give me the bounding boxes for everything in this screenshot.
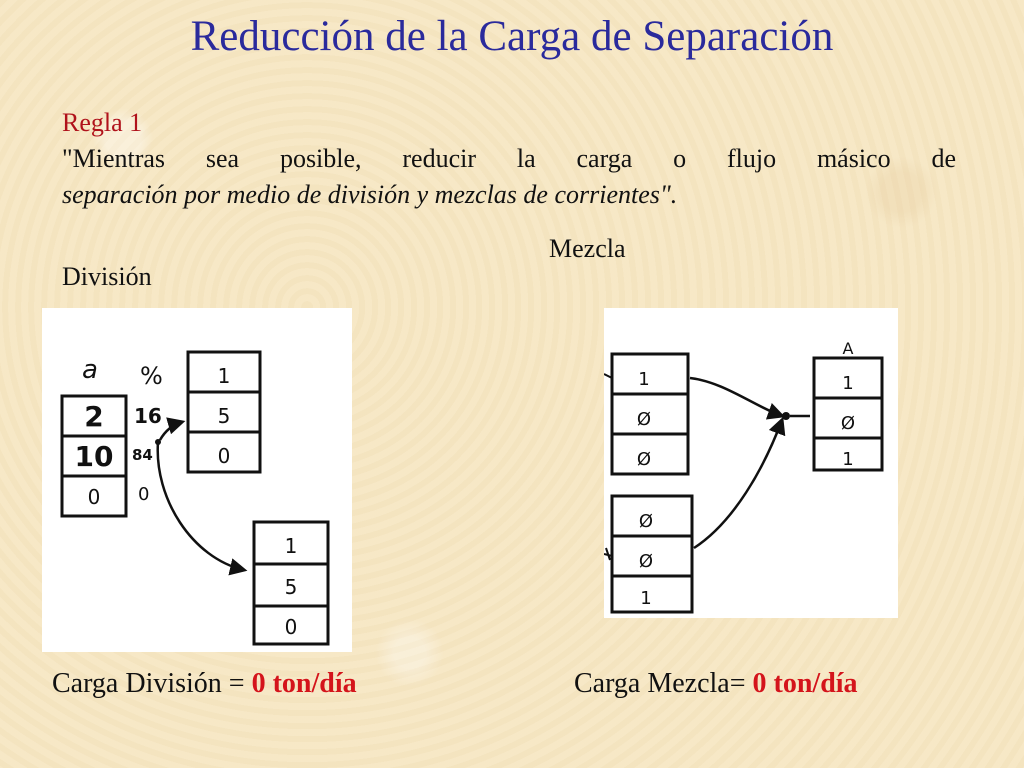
bottom-output-value: 5 <box>285 575 298 599</box>
split-arrow-bottom <box>156 441 248 576</box>
carga-mezcla-prefix: Carga Mezcla= <box>574 668 753 699</box>
bottom-input-value: Ø <box>639 551 653 572</box>
output-value: Ø <box>841 413 855 434</box>
pct-value: 84 <box>132 446 153 464</box>
top-input-value: Ø <box>637 409 651 430</box>
output-value: 1 <box>842 373 853 394</box>
feed-value: 0 <box>88 485 101 509</box>
output-header: A <box>843 339 854 358</box>
carga-division-value: 0 ton/día <box>251 668 357 699</box>
bottom-output-value: 1 <box>285 534 298 558</box>
output-value: 1 <box>842 449 853 470</box>
mezcla-diagram: 1 Ø Ø Ø Ø 1 A 1 Ø 1 <box>604 308 898 618</box>
mix-arrow-bottom <box>693 416 786 550</box>
mix-arrow-top <box>689 376 786 420</box>
feed-value: 2 <box>84 400 103 433</box>
bottom-input-value: Ø <box>639 511 653 532</box>
mix-point <box>782 412 790 420</box>
feed-value: 10 <box>75 440 114 473</box>
carga-mezcla-value: 0 ton/día <box>752 668 858 699</box>
bottom-output-value: 0 <box>285 615 298 639</box>
col-pct-header: % <box>140 362 163 390</box>
pct-value: 0 <box>138 484 149 505</box>
top-output-value: 0 <box>218 444 231 468</box>
mezcla-label: Mezcla <box>549 234 626 263</box>
top-input-value: 1 <box>638 369 649 390</box>
pct-value: 16 <box>134 404 162 428</box>
feed-column: 2 10 0 <box>60 394 128 518</box>
top-output-column: 1 5 0 <box>186 350 262 474</box>
bottom-input-column: Ø Ø 1 <box>610 494 694 614</box>
output-column: 1 Ø 1 <box>812 356 884 472</box>
rule-text-line-1: "Mientras sea posible, reducir la carga … <box>62 144 956 173</box>
division-diagram: a % 2 10 0 16 84 0 1 5 0 1 <box>42 308 352 652</box>
top-input-column: 1 Ø Ø <box>610 352 690 476</box>
carga-division-prefix: Carga División = <box>52 668 252 699</box>
rule-label: Regla 1 <box>62 108 143 137</box>
bottom-output-column: 1 5 0 <box>252 520 330 646</box>
col-a-header: a <box>82 355 98 385</box>
division-label: División <box>62 262 152 291</box>
split-arrow-top <box>158 417 186 441</box>
rule-text-line-2: separación por medio de división y mezcl… <box>62 180 678 209</box>
top-output-value: 5 <box>218 404 231 428</box>
slide-title: Reducción de la Carga de Separación <box>190 13 834 60</box>
top-output-value: 1 <box>218 364 231 388</box>
bottom-input-value: 1 <box>640 588 651 609</box>
carga-division: Carga División = 0 ton/día <box>52 668 357 700</box>
carga-mezcla: Carga Mezcla= 0 ton/día <box>574 668 858 700</box>
top-input-value: Ø <box>637 449 651 470</box>
